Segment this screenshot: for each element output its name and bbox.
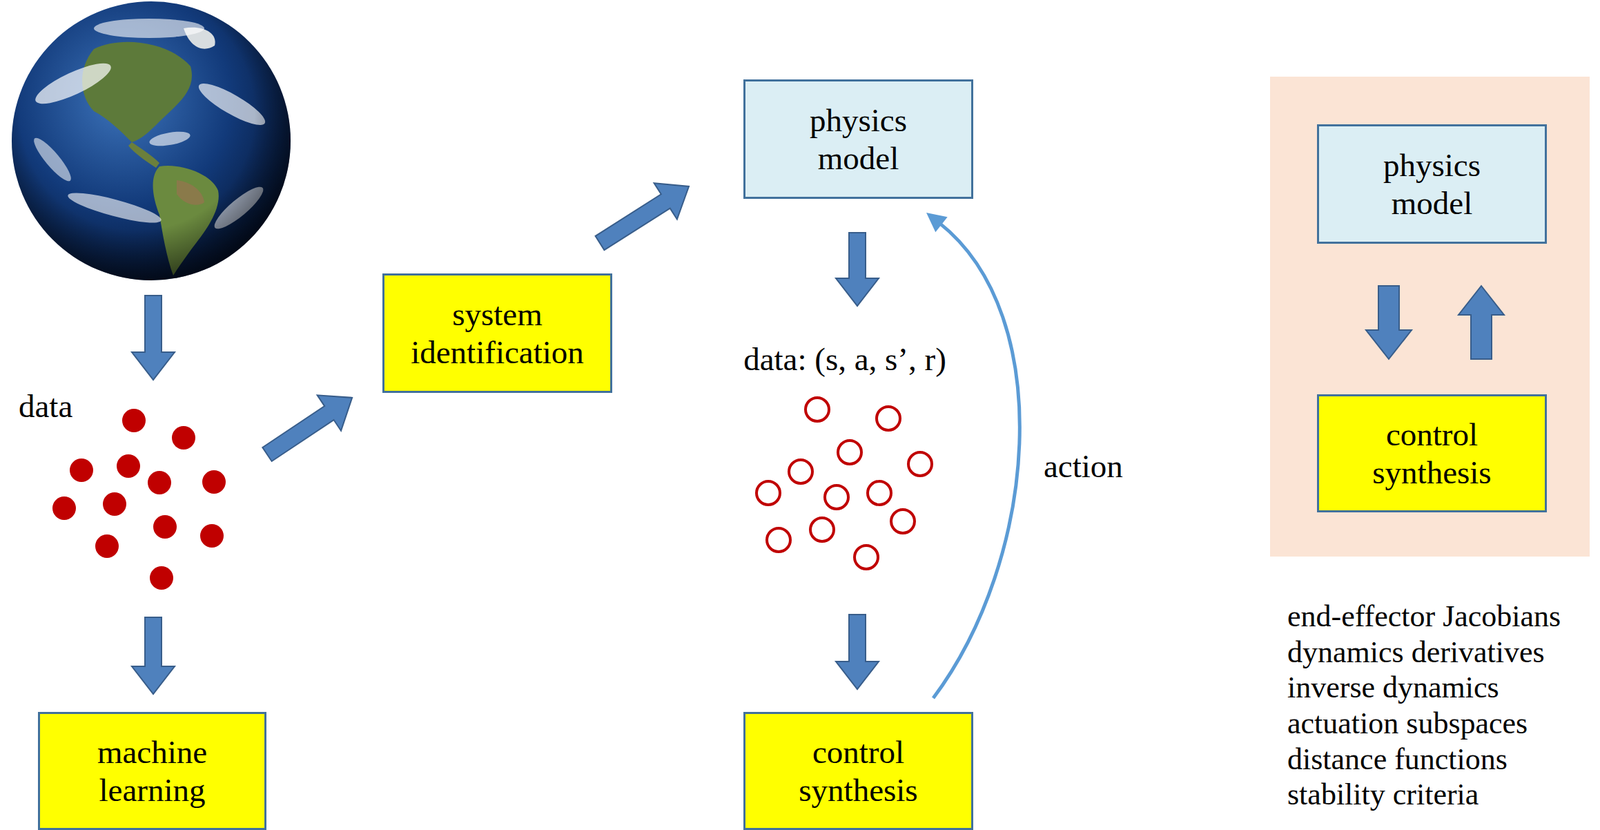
block-arrow	[1458, 285, 1505, 359]
data-dot	[69, 458, 94, 482]
data-dot	[52, 496, 76, 520]
data-tuple-label: data: (s, a, s’, r)	[743, 340, 947, 379]
open-dot	[867, 481, 892, 505]
data-dot	[147, 470, 172, 495]
data-points	[52, 408, 226, 590]
data-dot	[153, 514, 177, 539]
box-label: physics model	[770, 101, 947, 178]
data-dot	[149, 566, 174, 590]
block-arrow	[835, 232, 879, 306]
data-dot	[171, 425, 196, 450]
open-dot	[837, 440, 862, 464]
arrow-shape	[1458, 285, 1505, 359]
earth-illustration	[11, 0, 308, 291]
open-dot	[891, 509, 915, 533]
model-box: physics model	[743, 79, 974, 199]
block-arrow	[131, 295, 175, 380]
ocean	[11, 1, 291, 281]
open-dot	[810, 517, 834, 542]
arrow-shape	[1366, 285, 1412, 359]
globe-shading	[11, 1, 291, 281]
box-label: physics model	[1343, 146, 1520, 223]
curved-arrow	[926, 212, 1020, 698]
box-label: machine learning	[64, 733, 241, 809]
list-item: stability criteria	[1287, 776, 1479, 813]
open-dot	[824, 485, 849, 509]
arrow-head	[926, 212, 948, 232]
open-dot	[756, 481, 780, 505]
data-dot	[102, 492, 127, 516]
arrow-shape	[595, 182, 689, 250]
open-dot	[854, 545, 878, 569]
data-dot	[200, 523, 224, 548]
open-dot	[908, 452, 932, 476]
open-dot	[788, 459, 813, 484]
process-box: system identification	[382, 273, 613, 393]
list-item: end-effector Jacobians	[1287, 598, 1561, 635]
data-dot	[116, 454, 141, 478]
box-label: control synthesis	[770, 733, 947, 809]
list-item: inverse dynamics	[1287, 669, 1500, 706]
edge-label: action	[1040, 447, 1126, 486]
open-dot	[766, 528, 791, 552]
block-arrows	[131, 232, 879, 694]
open-dot	[805, 397, 829, 422]
process-box: control synthesis	[1316, 394, 1547, 513]
data-dot	[122, 408, 146, 433]
block-arrow	[131, 617, 175, 694]
process-box: control synthesis	[743, 711, 974, 830]
box-label: system identification	[409, 295, 586, 372]
model-box: physics model	[1316, 124, 1547, 244]
data-dot	[95, 534, 119, 558]
arrow-line	[933, 222, 1020, 698]
transition-points	[756, 397, 932, 569]
block-arrow	[1366, 285, 1412, 359]
block-arrow	[255, 379, 365, 473]
block-arrow	[595, 182, 689, 250]
data-dot	[202, 470, 226, 494]
process-box: machine learning	[37, 711, 267, 830]
open-dot	[876, 406, 901, 431]
block-arrow	[835, 614, 879, 689]
list-item: dynamics derivatives	[1287, 634, 1545, 671]
list-item: actuation subspaces	[1287, 705, 1528, 742]
box-label: control synthesis	[1343, 415, 1520, 492]
data-label: data	[18, 387, 73, 426]
list-item: distance functions	[1287, 741, 1508, 778]
